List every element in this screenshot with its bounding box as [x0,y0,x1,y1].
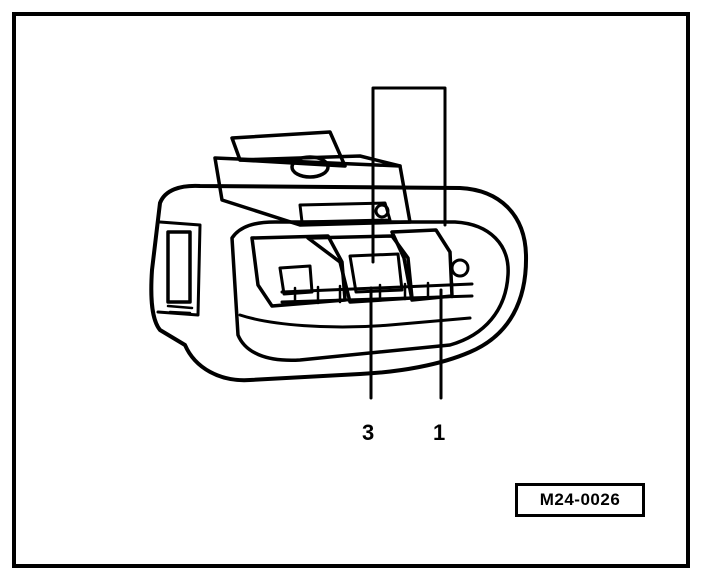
latch-rivet [374,203,390,219]
connector-housing-outline [149,183,529,383]
callout-label-pin-3: 3 [362,420,374,445]
side-lock-tab-marking [166,304,194,315]
terminal-chamber-left [250,234,347,308]
side-lock-tab [166,230,192,304]
figure-frame [12,12,690,568]
callout-bracket [371,86,447,264]
terminal-chamber-right-detent [450,258,470,278]
terminal-chamber-middle-slot [348,252,404,294]
latch-block [213,156,412,227]
latch-slot [298,201,392,224]
latch-hole [290,155,330,179]
reference-code-box: M24-0026 [515,483,645,517]
pin-contact-ticks [293,281,454,306]
housing-bottom-edge [238,313,472,329]
callout-label-pin-1: 1 [433,420,445,445]
reference-code: M24-0026 [539,490,621,509]
latch-top-plate [238,154,402,168]
latch-ridge [230,130,347,168]
mating-face-outline [230,220,510,362]
